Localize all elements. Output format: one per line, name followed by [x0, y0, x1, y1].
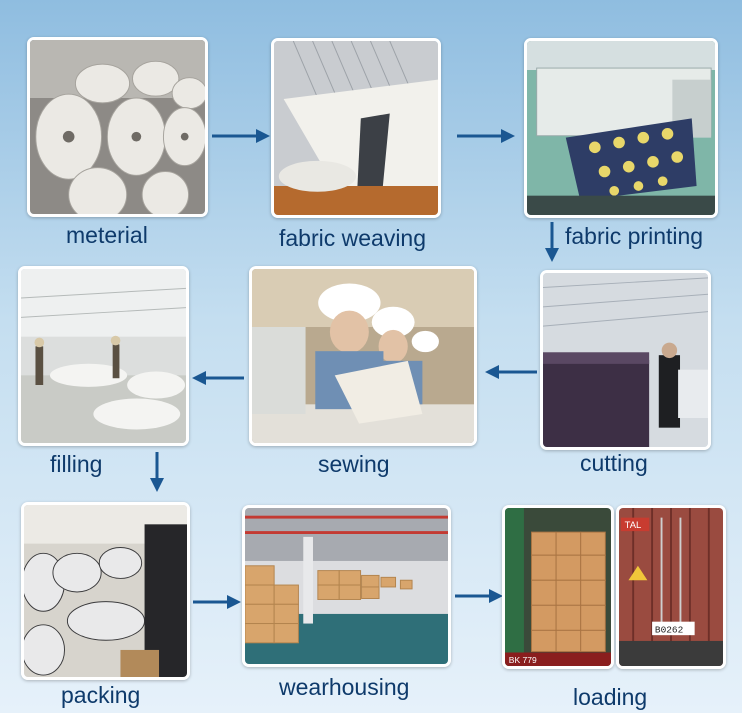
cutting-photo	[540, 270, 711, 450]
arrow-right-icon	[212, 128, 270, 144]
step-label-sewing: sewing	[318, 451, 390, 477]
step-label-loading: loading	[573, 684, 648, 710]
step-label-weaving: fabric weaving	[279, 225, 427, 251]
step-label-warehousing: wearhousing	[279, 674, 410, 700]
material-photo	[27, 37, 208, 217]
arrow-right-icon	[193, 594, 241, 610]
arrow-right-icon	[457, 128, 515, 144]
arrow-down-icon	[149, 452, 165, 492]
step-label-cutting: cutting	[580, 450, 648, 476]
step-label-packing: packing	[61, 682, 141, 708]
arrow-right-icon	[455, 588, 503, 604]
printing-photo	[524, 38, 718, 218]
weaving-photo	[271, 38, 441, 218]
filling-photo	[18, 266, 189, 446]
arrow-left-icon	[485, 364, 537, 380]
arrow-left-icon	[192, 370, 244, 386]
warehousing-photo	[242, 505, 451, 667]
step-label-printing: fabric printing	[565, 223, 704, 249]
step-label-filling: filling	[50, 451, 103, 477]
step-label-material: meterial	[66, 222, 148, 248]
container-tag-text: TAL	[625, 520, 642, 531]
sewing-photo	[249, 266, 477, 446]
packing-photo	[21, 502, 190, 680]
container-code-text: B0262	[655, 624, 684, 635]
arrow-down-icon	[544, 222, 560, 262]
loading-photo-container: TAL B0262	[616, 505, 726, 669]
loading-photo-truck: BK 779	[502, 505, 614, 669]
truck-plate-text: BK 779	[509, 655, 537, 665]
